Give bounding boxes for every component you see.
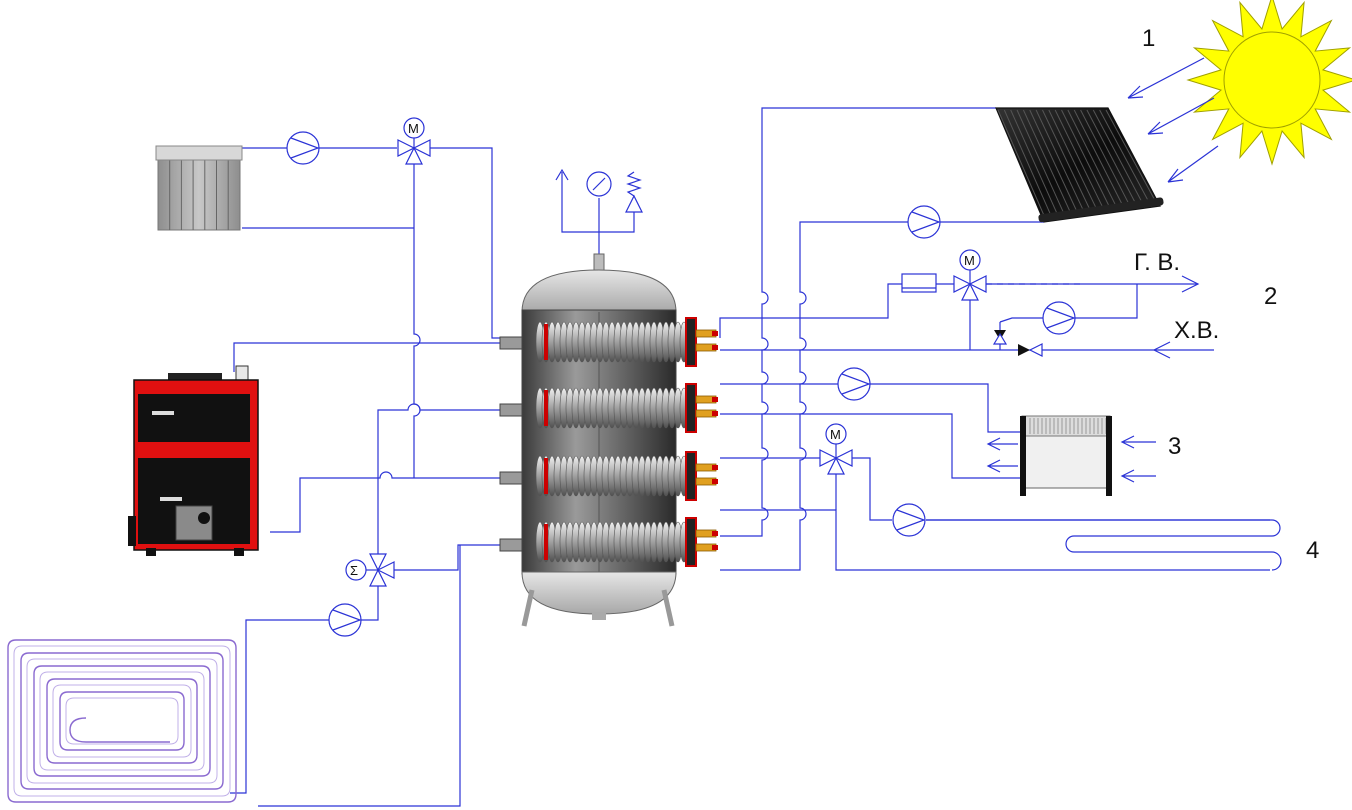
label-solar: 1 — [1142, 25, 1155, 52]
svg-text:M: M — [408, 121, 419, 136]
radiator — [155, 145, 243, 231]
air-flow-arrows — [986, 435, 1156, 483]
svg-text:M: M — [964, 253, 975, 268]
svg-text:Σ: Σ — [350, 563, 358, 578]
thermostatic-element — [901, 273, 937, 293]
label-cold-water: Х.В. — [1174, 317, 1219, 344]
motorized-valve-radiator: M — [397, 117, 431, 165]
fan-coil-unit — [1020, 415, 1112, 496]
label-hot-water: Г. В. — [1134, 249, 1180, 276]
air-vent-arrow — [555, 168, 569, 182]
motorized-valve-dhw: M — [953, 249, 987, 301]
motorized-valve-floor: M — [819, 423, 853, 475]
label-floor-loop: 4 — [1306, 537, 1319, 564]
sun-icon — [1186, 0, 1352, 166]
pump-underfloor — [328, 603, 362, 637]
label-dhw: 2 — [1264, 283, 1277, 310]
solar-collector — [995, 107, 1164, 223]
pump-radiator — [286, 131, 320, 165]
pump-solar — [907, 205, 941, 239]
buffer-tank — [499, 253, 718, 627]
label-fan-coil: 3 — [1168, 433, 1181, 460]
sun-rays-arrows — [1127, 57, 1219, 183]
svg-text:M: M — [830, 427, 841, 442]
pressure-gauge-icon — [586, 171, 612, 197]
pump-dhw-recirculation — [1042, 301, 1076, 335]
solid-fuel-boiler — [128, 365, 259, 556]
underfloor-heating-coil — [7, 639, 237, 803]
cold-water-arrow — [1152, 341, 1171, 359]
mixing-valve: Σ — [345, 553, 395, 587]
floor-loop-pipe — [926, 519, 1282, 571]
pump-fan-coil — [837, 367, 871, 401]
pump-floor-loop — [892, 503, 926, 537]
safety-valve-icon — [625, 171, 643, 213]
check-valve-icon — [992, 330, 1043, 357]
hot-water-arrow — [1181, 275, 1200, 293]
